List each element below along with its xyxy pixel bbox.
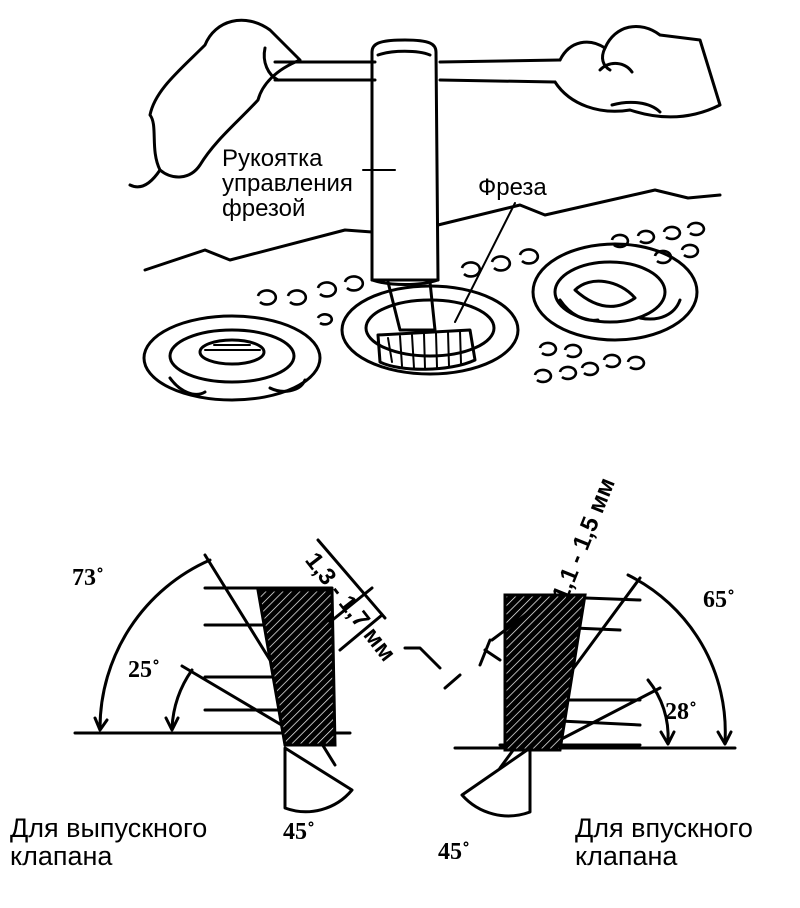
intake-angle-seat: 45˚: [438, 839, 470, 865]
handle-label: Рукоятка управления фрезой: [222, 145, 353, 223]
cylinder-head-drawing: [128, 18, 722, 402]
exhaust-angle-seat: 45˚: [283, 819, 315, 845]
exhaust-angle-outer: 73˚: [72, 565, 104, 591]
intake-seat-diagram: [443, 573, 737, 818]
exhaust-seat-diagram: [73, 538, 442, 814]
bolt-holes: [256, 221, 706, 384]
intake-angle-inner: 28˚: [665, 699, 697, 725]
exhaust-angle-inner: 25˚: [128, 657, 160, 683]
cutter-label: Фреза: [478, 174, 547, 201]
intake-caption: Для впускного клапана: [575, 813, 753, 872]
intake-angle-outer: 65˚: [703, 587, 735, 613]
exhaust-caption: Для выпускного клапана: [10, 813, 208, 872]
